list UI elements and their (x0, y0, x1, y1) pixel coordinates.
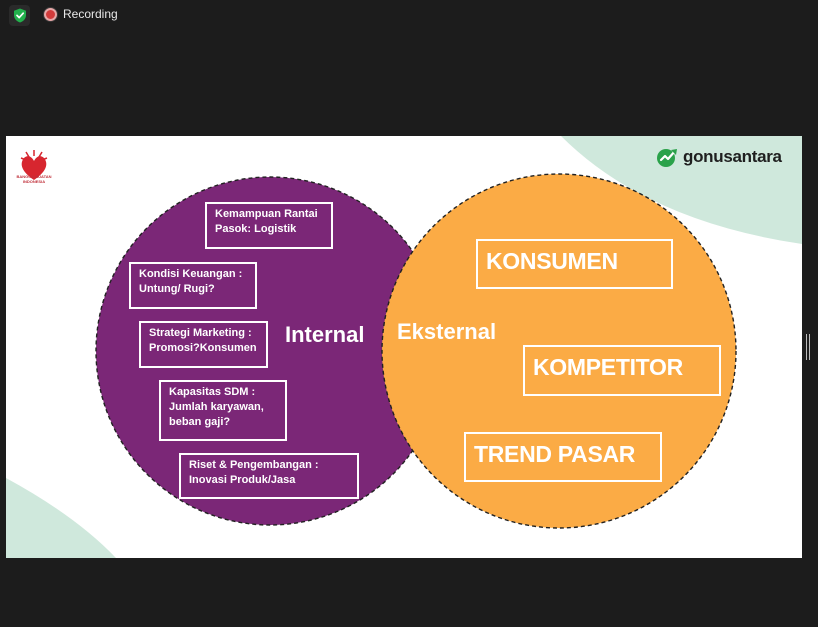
shared-screen-slide: BANGGA BUATAN INDONESIA gonusantara Inte… (6, 136, 802, 558)
mint-decor-bottom-left (6, 478, 116, 558)
external-item-trend-pasar: TREND PASAR (464, 432, 662, 482)
gonusantara-logo-icon (657, 149, 677, 167)
internal-item-5: Riset & Pengembangan : Inovasi Produk/Ja… (179, 453, 359, 499)
internal-label: Internal (285, 322, 365, 347)
bangga-buatan-indonesia-logo-icon (20, 150, 48, 180)
internal-item-4: Kapasitas SDM : Jumlah karyawan, beban g… (159, 380, 287, 441)
internal-item-1: Kemampuan Rantai Pasok: Logistik (205, 202, 333, 249)
external-label: Eksternal (397, 319, 497, 344)
resize-handle[interactable] (806, 334, 810, 360)
recording-label: Recording (63, 7, 118, 21)
internal-item-2: Kondisi Keuangan : Untung/ Rugi? (129, 262, 257, 309)
mint-decor-top-right (561, 136, 802, 244)
external-circle (381, 173, 737, 529)
internal-item-3: Strategi Marketing : Promosi?Konsumen (139, 321, 268, 368)
recording-indicator[interactable]: Recording (44, 7, 118, 21)
shield-check-icon[interactable] (9, 5, 30, 26)
gonusantara-logo: gonusantara (656, 146, 782, 168)
record-dot-icon (44, 7, 57, 21)
meeting-topbar: Recording (0, 0, 818, 30)
logo-left-caption: BANGGA BUATAN INDONESIA (16, 174, 52, 184)
slide-graphics (6, 136, 802, 558)
gonusantara-wordmark: gonusantara (683, 147, 782, 166)
external-item-konsumen: KONSUMEN (476, 239, 673, 289)
external-item-kompetitor: KOMPETITOR (523, 345, 721, 396)
